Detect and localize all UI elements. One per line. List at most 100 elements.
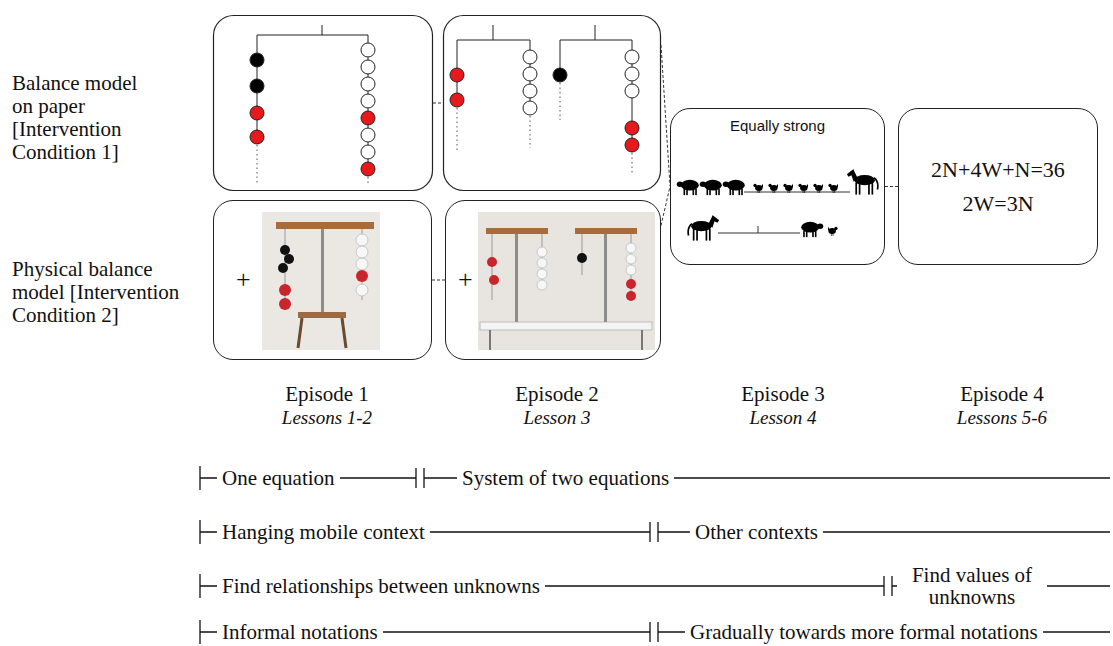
timeline-rule [891,576,892,596]
paper-balance-box [361,77,375,91]
balance-photo [489,330,491,350]
animal-tug-picture [828,227,838,236]
balance-photo [537,269,547,279]
balance-photo [278,263,288,273]
animal-tug-picture [700,180,722,195]
balance-photo [537,258,547,268]
timeline-rule [650,522,658,542]
balance-photo [577,253,587,263]
context-box: Equally strong [670,108,885,265]
paper-balance-box [214,16,433,191]
animal-tug-picture [847,169,878,195]
animal-tug-picture [801,222,823,237]
balance-photo [262,212,380,350]
animal-tug-picture [828,184,838,193]
timeline-rule [884,576,892,596]
episode-label: Episode 2 [477,383,637,406]
timeline-rule [883,576,884,596]
balance-photo [487,257,497,267]
equation-box: 2N+4W+N=362W=3N [898,108,1098,265]
paper-balance-box [361,60,375,74]
animal-tug-picture [677,180,699,195]
balance-photo [356,258,368,270]
paper-balance-box [361,145,375,159]
timeline-rule [423,468,424,488]
balance-photo [515,234,518,322]
balance-photo [537,280,547,290]
timeline-label: One equation [217,467,340,490]
physical-model-box: + [213,200,432,360]
balance-photo [626,243,636,253]
paper-balance-box [457,40,530,41]
timeline-label: Find relationships between unknowns [217,575,545,598]
node-text: 2N+4W+N=36 [931,156,1065,184]
animal-tug-picture [718,233,800,234]
lesson-label: Lesson 4 [703,406,863,429]
timeline-rule [649,522,650,542]
timeline-rule [650,622,658,642]
paper-balance-box [361,162,375,176]
node-text: + [458,264,473,297]
animal-tug-picture [753,184,763,193]
balance-photo [342,318,346,348]
animal-tug-picture [798,184,808,193]
paper-balance-box [450,93,464,107]
physical-model-box: + [445,200,661,360]
paper-balance-box [214,16,433,191]
balance-photo [280,245,290,255]
paper-balance-box [450,68,464,82]
timeline-rule [416,468,424,488]
paper-balance-box [361,111,375,125]
paper-balance-box [250,106,264,120]
animal-tug-picture [783,184,793,193]
timeline-rule [657,622,658,642]
row-label: Physical balance model [Intervention Con… [7,258,207,327]
row-label: Balance model on paper [Intervention Con… [7,72,167,164]
paper-balance-box [595,25,596,40]
balance-photo [478,212,655,350]
balance-photo [298,318,302,348]
paper-link-line [433,103,443,104]
balance-photo [480,322,652,330]
lesson-label: Lessons 1-2 [247,406,407,429]
timeline-rule [649,622,650,642]
paper-balance-box [560,83,561,120]
paper-balance-box [361,43,375,57]
episode-label: Episode 1 [247,383,407,406]
animal-tug-picture [828,227,838,236]
timeline-label: Gradually towards more formal notations [685,621,1043,644]
animal-tug-picture [677,169,878,241]
lesson-label: Lesson 3 [477,406,637,429]
paper-balance-box [250,53,264,67]
episode-label: Episode 4 [922,383,1082,406]
timeline-rule [415,468,416,488]
balance-photo [641,330,643,350]
paper-balance-box [257,35,368,36]
paper-balance-box [257,145,258,183]
timeline-rule [657,522,658,542]
balance-photo [626,254,636,264]
paper-balance-box [625,138,639,152]
animal-tug-picture [688,215,719,241]
balance-photo [626,265,636,275]
paper-balance-box [560,40,632,41]
paper-balance-box [322,25,323,35]
balance-photo [486,228,548,234]
balance-photo [356,270,368,282]
paper-balance-box [625,121,639,135]
paper-balance-box [444,16,661,191]
animal-tug-picture [847,169,878,195]
animal-tug-picture [723,180,745,195]
timeline-label: System of two equations [457,467,674,490]
paper-balance-box [523,101,537,115]
paper-balance-box [250,79,264,93]
balance-photo [356,246,368,258]
paper-balance-box [523,67,537,81]
paper-balance-box [444,16,661,191]
paper-link-line [433,45,670,186]
balance-photo [279,284,291,296]
balance-photo [356,234,368,246]
balance-photo [276,222,374,229]
balance-photo [626,291,636,301]
